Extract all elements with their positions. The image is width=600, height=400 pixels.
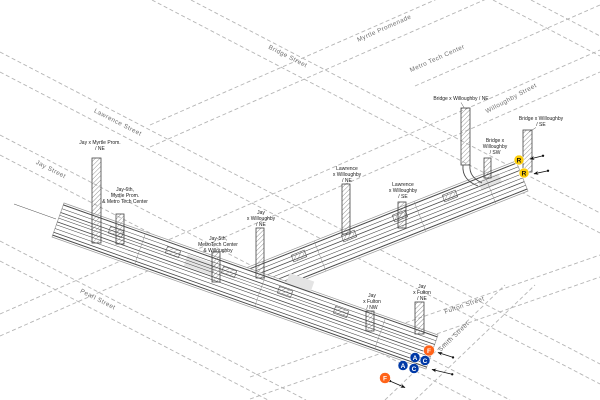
exit-shaft-lawrence-ne xyxy=(341,183,351,235)
svg-text:C: C xyxy=(412,366,417,373)
exit-shaft-lawrence-se xyxy=(397,201,407,229)
exit-label-jay-myrtle: Jay x Myrtle Prom./ NE xyxy=(79,140,120,152)
route-bullet-a: A xyxy=(397,360,409,371)
exit-shaft-bridge-se xyxy=(522,129,533,173)
route-bullet-f: F xyxy=(423,344,435,357)
exit-label-jay-6th: Jay-6th,Myrtle Prom.& Metro Tech Center xyxy=(102,187,148,205)
exit-shaft-jay-5th xyxy=(211,251,221,283)
exit-shaft-fulton-nw xyxy=(365,310,375,332)
exit-shaft-bridge-ne xyxy=(460,107,471,166)
route-bullet-c: C xyxy=(419,355,431,366)
svg-text:A: A xyxy=(413,355,418,362)
exit-shaft-jay-6th xyxy=(115,213,125,245)
route-bullet-f: F xyxy=(379,372,391,384)
street-label-pearl: Pearl Street xyxy=(79,288,117,312)
svg-text:F: F xyxy=(427,348,431,355)
route-bullet-c: C xyxy=(408,363,420,374)
exit-labels: Jay x Myrtle Prom./ NE Jay-6th,Myrtle Pr… xyxy=(79,96,563,311)
street-label-willoughby: Willoughby Street xyxy=(484,82,538,115)
route-bullet-r: R xyxy=(513,154,525,166)
exit-shaft-fulton-ne xyxy=(414,301,425,335)
svg-text:F: F xyxy=(383,375,387,382)
route-bullets: R R F A C A C F xyxy=(379,154,530,384)
svg-text:A: A xyxy=(401,363,406,370)
street-label-bridge: Bridge Street xyxy=(267,44,308,70)
direction-arrows xyxy=(388,154,550,388)
street-label-metrotech-center: Metro Tech Center xyxy=(409,43,466,74)
exit-label-bridge-ne: Bridge x Willoughby / NE xyxy=(433,96,489,102)
route-bullet-r: R xyxy=(518,167,530,179)
route-bullet-a: A xyxy=(409,352,421,363)
svg-text:R: R xyxy=(522,170,527,177)
exit-shaft-jay-myrtle xyxy=(91,157,102,244)
svg-text:R: R xyxy=(517,157,522,164)
street-label-myrtle-promenade: Myrtle Promenade xyxy=(356,13,412,43)
svg-text:C: C xyxy=(423,358,428,365)
street-label-jay: Jay Street xyxy=(34,159,66,180)
street-label-fulton: Fulton Street xyxy=(444,295,486,315)
exit-shaft-jay-willoughby xyxy=(255,227,265,279)
exit-stair-shafts xyxy=(91,102,537,335)
exit-label-bridge-se: Bridge x Willoughby/ SE xyxy=(519,116,564,128)
exit-label-jay-5th: Jay-5th,MetroTech Center& Willoughby xyxy=(198,236,238,254)
exit-shaft-bridge-sw xyxy=(483,157,492,179)
street-label-smith: Smith Street xyxy=(437,320,471,353)
